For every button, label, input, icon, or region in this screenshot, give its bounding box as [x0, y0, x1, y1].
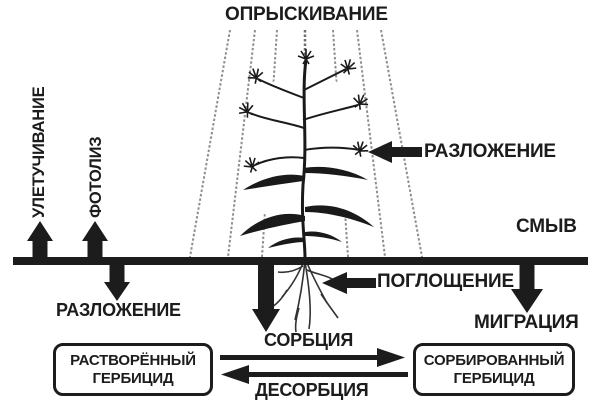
- photolysis-up-arrow: [82, 221, 108, 263]
- soil-surface-line: [13, 257, 588, 265]
- volatilization-label: УЛЕТУЧИВАНИЕ: [30, 86, 48, 218]
- runoff-label: СМЫВ: [516, 216, 577, 237]
- migration-label: МИГРАЦИЯ: [474, 312, 579, 333]
- dissolved-herbicide-line1: РАСТВОРЁННЫЙ: [70, 351, 196, 369]
- sorbed-herbicide-line1: СОРБИРОВАННЫЙ: [423, 351, 565, 369]
- decomposition-soil-label: РАЗЛОЖЕНИЕ: [56, 300, 181, 320]
- dissolved-herbicide-line2: ГЕРБИЦИД: [92, 369, 174, 387]
- spraying-title: ОПРЫСКИВАНИЕ: [225, 4, 388, 25]
- dissolved-herbicide-box: РАСТВОРЁННЫЙ ГЕРБИЦИД: [53, 343, 213, 396]
- sorption-label: СОРБЦИЯ: [264, 330, 354, 350]
- plant-illustration: [234, 48, 374, 333]
- desorption-label: ДЕСОРБЦИЯ: [255, 380, 369, 400]
- plant-branches: [249, 68, 361, 166]
- sorption-down-arrow: [252, 259, 280, 332]
- desorption-left-arrow: [221, 365, 408, 384]
- volatilization-up-arrow: [27, 221, 53, 263]
- sorbed-herbicide-line2: ГЕРБИЦИД: [453, 369, 535, 387]
- decomposition-soil-down-arrow: [104, 259, 130, 301]
- absorption-left-arrow: [322, 272, 376, 294]
- sorbed-herbicide-box: СОРБИРОВАННЫЙ ГЕРБИЦИД: [413, 343, 575, 396]
- decomposition-air-left-arrow: [368, 141, 422, 163]
- photolysis-label: ФОТОЛИЗ: [87, 136, 105, 218]
- plant-roots: [268, 257, 339, 333]
- sorption-right-arrow: [220, 348, 405, 367]
- absorption-label: ПОГЛОЩЕНИЕ: [377, 271, 514, 292]
- plant-leaves: [240, 166, 374, 248]
- migration-down-arrow: [511, 259, 543, 313]
- decomposition-air-label: РАЗЛОЖЕНИЕ: [424, 141, 556, 162]
